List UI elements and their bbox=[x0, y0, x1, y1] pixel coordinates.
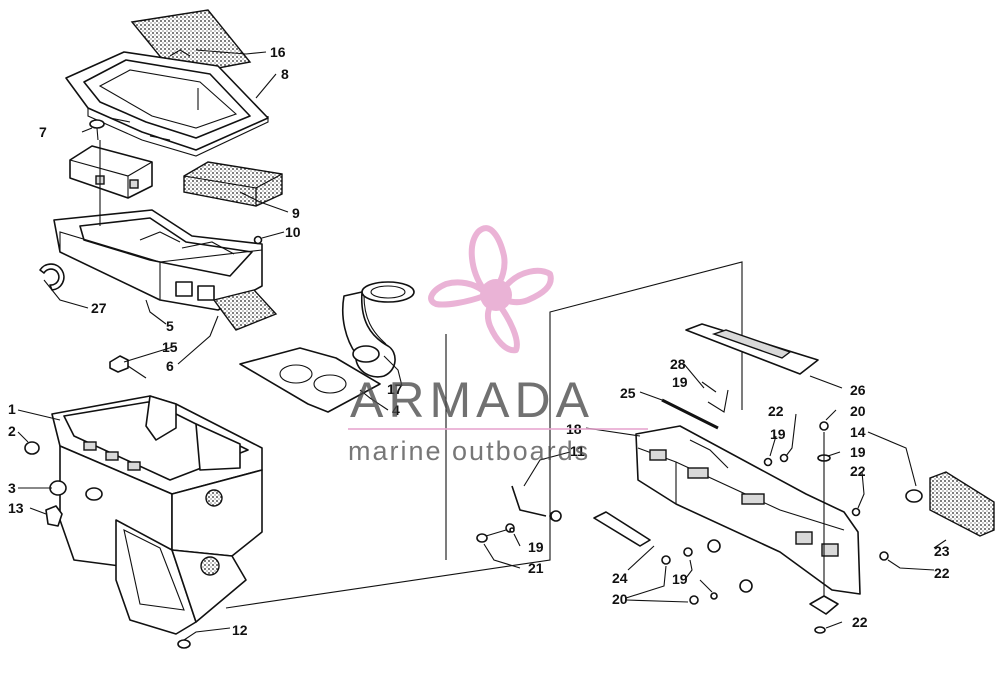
callout-3: 3 bbox=[8, 480, 16, 496]
callout-22: 22 bbox=[934, 565, 950, 581]
airbox-tray-5 bbox=[53, 140, 263, 311]
callout-22: 22 bbox=[850, 463, 866, 479]
intake-silencer-18 bbox=[635, 425, 861, 595]
callout-5: 5 bbox=[166, 318, 174, 334]
callout-27: 27 bbox=[91, 300, 107, 316]
callout-28: 28 bbox=[670, 356, 686, 372]
grommet-2 bbox=[24, 441, 40, 455]
grommet-c bbox=[550, 510, 562, 522]
foam-block-23 bbox=[929, 471, 995, 537]
callout-1: 1 bbox=[8, 401, 16, 417]
callout-21: 21 bbox=[528, 560, 544, 576]
screw-20-c bbox=[689, 595, 699, 605]
plate-24 bbox=[593, 511, 651, 547]
washer-19-a bbox=[763, 457, 773, 467]
propeller-logo-icon bbox=[428, 225, 554, 354]
wire-28 bbox=[707, 389, 729, 413]
pin-25 bbox=[661, 398, 719, 430]
washer-19-e bbox=[683, 547, 693, 557]
callout-7: 7 bbox=[39, 124, 47, 140]
nut-22-c bbox=[879, 551, 889, 561]
callout-23: 23 bbox=[934, 543, 950, 559]
callout-19: 19 bbox=[672, 571, 688, 587]
callout-22: 22 bbox=[852, 614, 868, 630]
hose-clamp-27 bbox=[39, 263, 65, 291]
junction-box bbox=[69, 145, 153, 199]
intake-elbow-17 bbox=[341, 281, 415, 378]
watermark-brand: ARMADA bbox=[350, 372, 594, 428]
mount-bracket bbox=[809, 595, 839, 615]
nut-22-a bbox=[779, 453, 789, 463]
callout-4: 4 bbox=[392, 402, 400, 418]
callout-9: 9 bbox=[292, 205, 300, 221]
watermark: ARMADA marine outboards bbox=[348, 225, 648, 466]
clip-13 bbox=[45, 505, 63, 527]
foam-pad-6 bbox=[212, 289, 278, 331]
screw-20-b bbox=[661, 555, 671, 565]
intake-frame-26 bbox=[685, 323, 819, 375]
bolt-15 bbox=[109, 355, 147, 379]
screw-20-a bbox=[819, 421, 829, 431]
callout-10: 10 bbox=[285, 224, 301, 240]
callout-14: 14 bbox=[850, 424, 866, 440]
callout-12: 12 bbox=[232, 622, 248, 638]
washer-19-f bbox=[710, 592, 718, 600]
callout-15: 15 bbox=[162, 339, 178, 355]
callout-19: 19 bbox=[770, 426, 786, 442]
callout-20: 20 bbox=[850, 403, 866, 419]
nut-22-b bbox=[851, 507, 861, 517]
callout-11: 11 bbox=[570, 443, 585, 459]
grommet-a bbox=[707, 539, 721, 553]
plug-14 bbox=[905, 489, 923, 503]
callout-20: 20 bbox=[612, 591, 628, 607]
screw-7 bbox=[89, 119, 105, 141]
callout-24: 24 bbox=[612, 570, 628, 586]
grommet-b bbox=[739, 579, 753, 593]
callout-25: 25 bbox=[620, 385, 636, 401]
callout-22: 22 bbox=[768, 403, 784, 419]
callout-17: 17 bbox=[387, 381, 403, 397]
callout-19: 19 bbox=[672, 374, 688, 390]
airbox-base-1 bbox=[51, 395, 263, 649]
grommet-3 bbox=[49, 480, 67, 496]
gasket-plate-4 bbox=[239, 347, 381, 413]
callout-6: 6 bbox=[166, 358, 174, 374]
screw-10 bbox=[253, 235, 263, 245]
callout-13: 13 bbox=[8, 500, 24, 516]
callout-2: 2 bbox=[8, 423, 16, 439]
callout-8: 8 bbox=[281, 66, 289, 82]
watermark-rule bbox=[348, 428, 648, 430]
airbox-cover-8 bbox=[65, 49, 269, 157]
callout-19: 19 bbox=[850, 444, 866, 460]
watermark-tagline: marine outboards bbox=[348, 436, 590, 466]
screw-21 bbox=[476, 529, 507, 543]
foam-filter-9 bbox=[183, 161, 283, 207]
nut-22-d bbox=[814, 626, 826, 634]
callout-26: 26 bbox=[850, 382, 866, 398]
callout-16: 16 bbox=[270, 44, 286, 60]
washer-19-d bbox=[509, 527, 515, 533]
callout-19: 19 bbox=[528, 539, 544, 555]
callout-labels: 16 8 7 9 10 27 5 15 6 17 4 1 2 3 13 12 2… bbox=[8, 44, 950, 638]
